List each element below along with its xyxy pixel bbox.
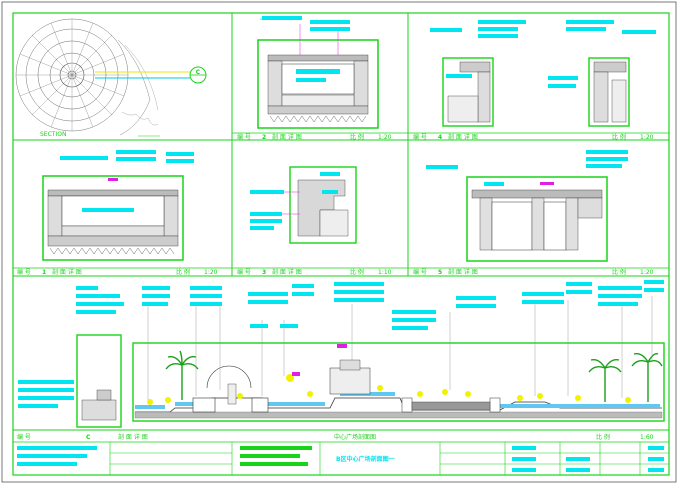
svg-text:中心广场剖面图: 中心广场剖面图 (334, 433, 376, 441)
svg-text:3: 3 (262, 269, 266, 276)
drawing-frame (12, 12, 670, 476)
svg-text:剖 面 详 图: 剖 面 详 图 (272, 268, 302, 276)
svg-text:1:10: 1:10 (378, 269, 392, 276)
drawing-title: B区中心广场剖面图一 (336, 455, 395, 463)
svg-text:剖 面 详 图: 剖 面 详 图 (448, 133, 478, 141)
svg-text:比 例: 比 例 (612, 268, 626, 276)
svg-text:剖 面 详 图: 剖 面 详 图 (118, 433, 148, 441)
svg-text:比 例: 比 例 (596, 433, 610, 441)
svg-text:编 号: 编 号 (237, 133, 251, 141)
svg-text:C: C (86, 434, 91, 441)
svg-text:比 例: 比 例 (350, 268, 364, 276)
svg-text:比 例: 比 例 (612, 133, 626, 141)
section-detail-4 (430, 20, 656, 127)
svg-text:5: 5 (438, 269, 442, 276)
svg-text:1: 1 (42, 269, 46, 276)
section-detail-1 (42, 150, 194, 261)
plan-key-panel: C SECTION (15, 18, 207, 138)
svg-text:比 例: 比 例 (176, 268, 190, 276)
svg-text:比 例: 比 例 (350, 133, 364, 141)
svg-text:剖 面 详 图: 剖 面 详 图 (52, 268, 82, 276)
svg-text:编 号: 编 号 (413, 133, 427, 141)
section-detail-2 (257, 16, 379, 129)
title-block: B区中心广场剖面图一 (17, 442, 669, 475)
svg-text:编 号: 编 号 (17, 433, 31, 441)
svg-text:1:20: 1:20 (204, 269, 218, 276)
svg-text:剖 面 详 图: 剖 面 详 图 (448, 268, 478, 276)
section-detail-3 (250, 166, 357, 244)
svg-text:编 号: 编 号 (237, 268, 251, 276)
svg-text:1:20: 1:20 (640, 269, 654, 276)
svg-text:剖 面 详 图: 剖 面 详 图 (272, 133, 302, 141)
svg-text:编 号: 编 号 (17, 268, 31, 276)
svg-text:1:20: 1:20 (378, 134, 392, 141)
section-c-label: C (196, 69, 201, 76)
svg-text:编 号: 编 号 (413, 268, 427, 276)
section-detail-5 (426, 150, 628, 262)
panel-title-bars: 编 号 2 剖 面 详 图 比 例 1:20 编 号 4 剖 面 详 图 比 例… (13, 132, 669, 443)
svg-text:1:60: 1:60 (640, 434, 654, 441)
svg-text:4: 4 (438, 134, 442, 141)
svg-text:2: 2 (262, 134, 266, 141)
plan-label: SECTION (40, 131, 66, 138)
main-section-c (18, 280, 665, 428)
svg-text:1:20: 1:20 (640, 134, 654, 141)
